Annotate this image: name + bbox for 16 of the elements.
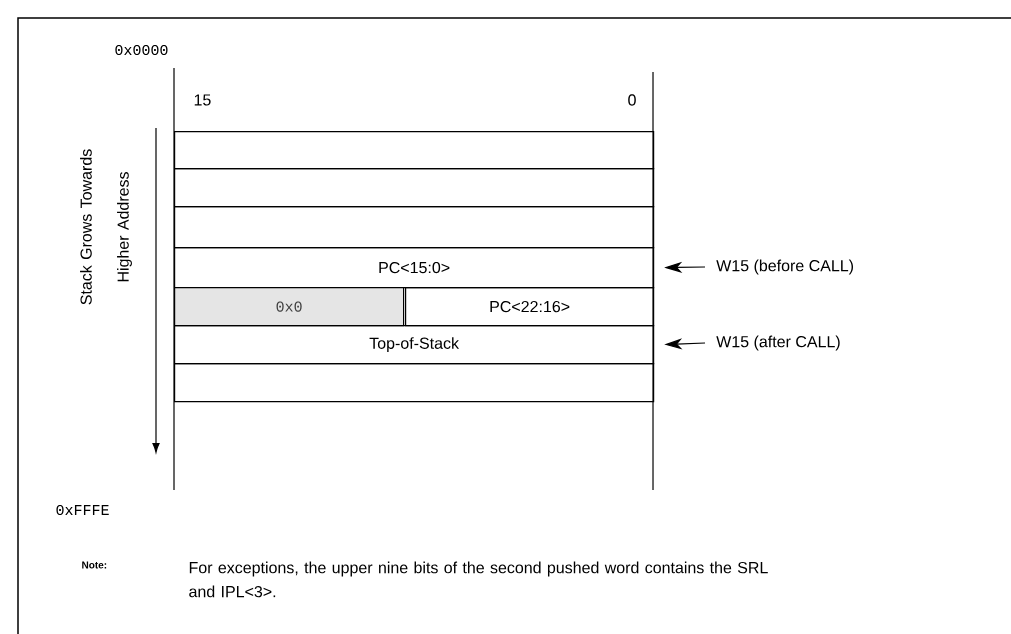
pointer-label: W15 (after CALL): [716, 335, 840, 351]
axis-label: Stack Grows Towards Higher Address: [80, 149, 132, 305]
empty-stack-cell: [174, 131, 655, 170]
empty-stack-cell: [174, 168, 655, 208]
empty-stack-cell: [174, 206, 655, 249]
stack-cell: PC<22:16>: [405, 287, 655, 327]
empty-stack-cell: [174, 363, 655, 403]
address-label: 0x0000: [115, 44, 168, 56]
bit-number: 15: [194, 94, 211, 106]
pointer-label: W15 (before CALL): [716, 259, 853, 275]
note-label: Note:: [82, 561, 107, 569]
stack-cell: Top-of-Stack: [174, 325, 655, 365]
address-label: 0xFFFE: [56, 504, 109, 516]
stack-cell: 0x0: [174, 287, 405, 327]
bit-number: 0: [628, 94, 636, 106]
note-text: For exceptions, the upper nine bits of the second pushed word contains the SRL and IPL<3>.: [189, 561, 768, 598]
